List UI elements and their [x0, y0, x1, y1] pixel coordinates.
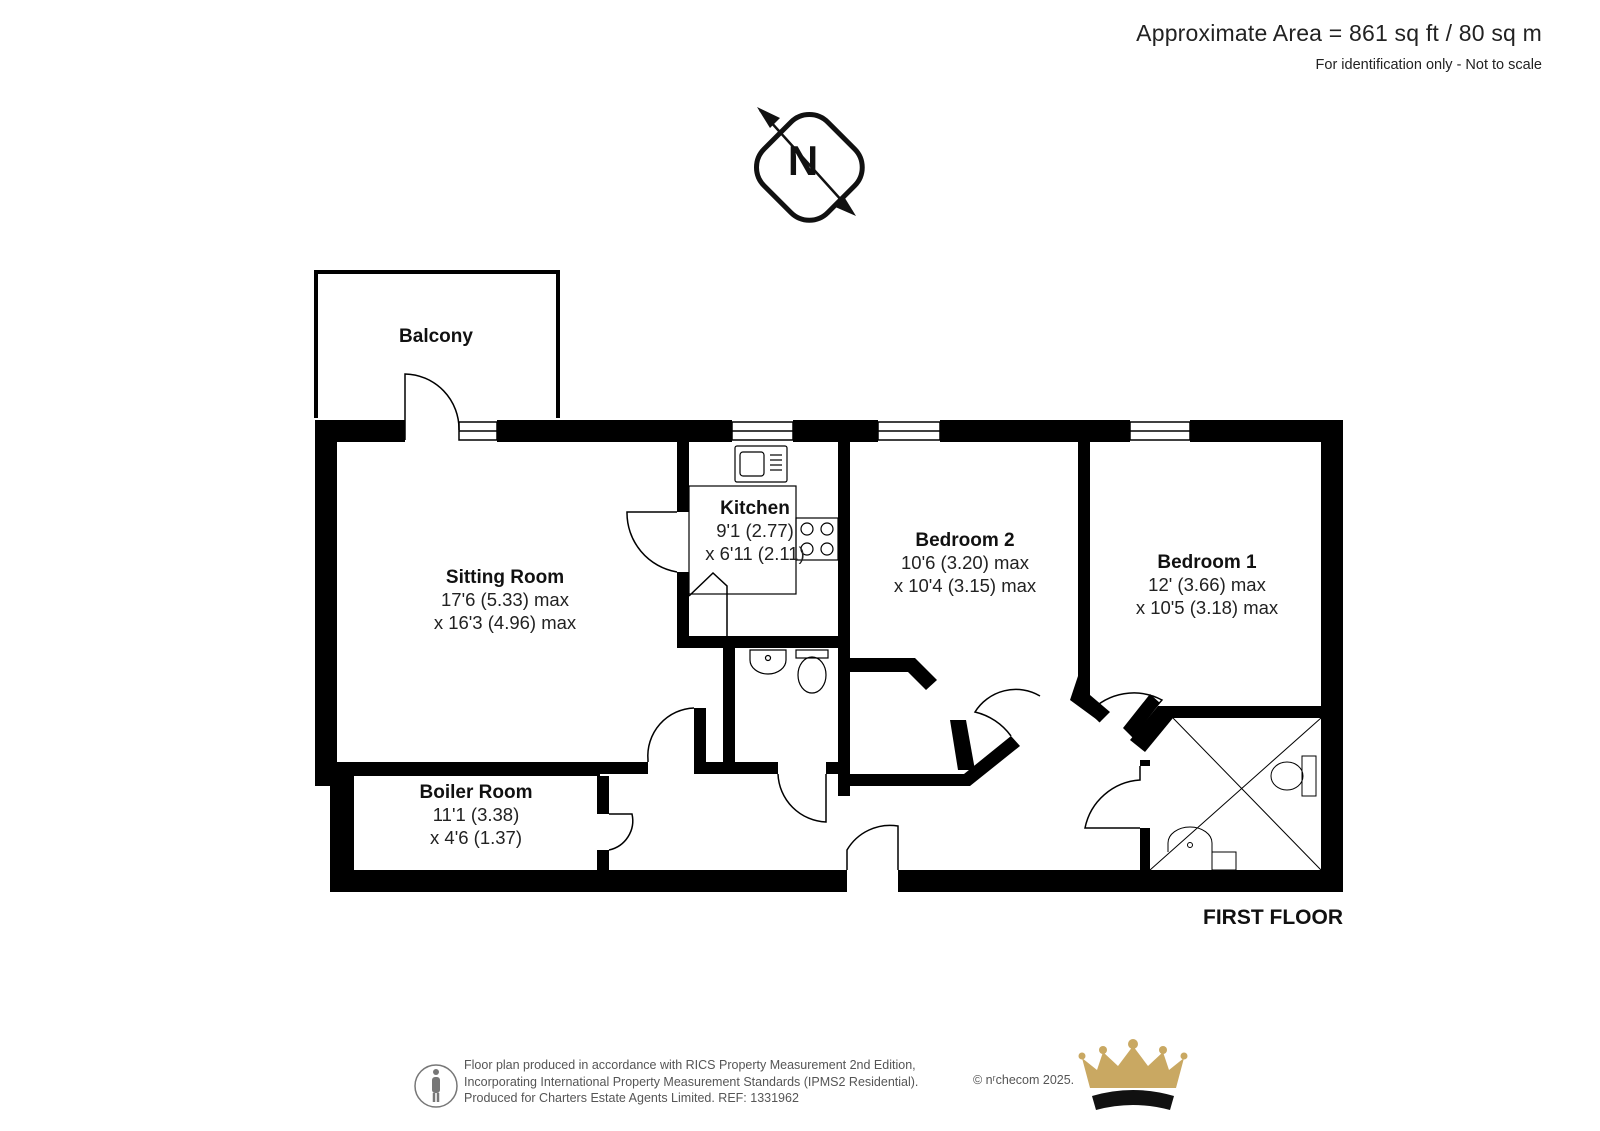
- ensuite-basin: [1167, 826, 1213, 852]
- crown-base: [1092, 1090, 1174, 1110]
- bedroom1-dim1: 12' (3.66) max: [1148, 574, 1266, 595]
- interior-walls: [330, 440, 1333, 875]
- shower-tray-diagonal-1: [1172, 717, 1322, 871]
- footer-line-2: Incorporating International Property Mea…: [464, 1074, 919, 1089]
- footer-disclaimer: Floor plan produced in accordance with R…: [464, 1057, 918, 1107]
- balcony-name: Balcony: [399, 326, 473, 347]
- bedroom2-dim2: x 10'4 (3.15) max: [894, 575, 1037, 596]
- sitting-room-name: Sitting Room: [446, 567, 564, 588]
- bedroom2-dim1: 10'6 (3.20) max: [901, 552, 1030, 573]
- room-labels: Balcony Sitting Room 17'6 (5.33) max x 1…: [399, 326, 1343, 929]
- kitchen-dim1: 9'1 (2.77): [716, 520, 794, 541]
- ensuite-toilet: [1270, 761, 1304, 791]
- north-compass: N: [753, 107, 865, 223]
- footer-line-1: Floor plan produced in accordance with R…: [464, 1058, 916, 1072]
- bedroom2-name: Bedroom 2: [915, 530, 1014, 551]
- kitchen-hob: [795, 517, 839, 561]
- bedroom1-dim2: x 10'5 (3.18) max: [1136, 597, 1279, 618]
- compass-letter: N: [788, 137, 818, 184]
- copyright-notice: © nʳchecom 2025.: [973, 1073, 1075, 1087]
- windows: [458, 421, 1191, 441]
- doors: [404, 373, 1164, 870]
- compass-arrow-south: [833, 195, 856, 216]
- kitchen-sink: [734, 445, 788, 483]
- sitting-room-dim2: x 16'3 (4.96) max: [434, 612, 577, 633]
- boiler-room-dim2: x 4'6 (1.37): [430, 827, 522, 848]
- shower-tray-diagonal-2: [1149, 717, 1322, 871]
- compass-needle: [759, 109, 853, 213]
- charters-crown-logo: [1078, 1039, 1188, 1110]
- bedroom1-name: Bedroom 1: [1157, 552, 1257, 573]
- person-icon: [414, 1064, 458, 1108]
- ensuite-fixtures: [1149, 717, 1322, 871]
- bathroom-fixtures: [749, 649, 829, 694]
- approximate-area: Approximate Area = 861 sq ft / 80 sq m: [1136, 20, 1542, 46]
- kitchen-dim2: x 6'11 (2.11): [705, 543, 805, 564]
- kitchen-name: Kitchen: [720, 498, 790, 519]
- floor-label: FIRST FLOOR: [1203, 906, 1343, 929]
- exterior-walls: [315, 420, 1343, 892]
- bathroom-basin: [749, 649, 787, 675]
- scale-disclaimer: For identification only - Not to scale: [1315, 57, 1542, 73]
- boiler-room-dim1: 11'1 (3.38): [433, 804, 520, 825]
- sitting-room-dim1: 17'6 (5.33) max: [441, 589, 570, 610]
- bathroom-toilet: [797, 656, 827, 694]
- footer-line-3: Produced for Charters Estate Agents Limi…: [464, 1091, 799, 1105]
- kitchen-fixtures: [688, 445, 839, 595]
- crown-shape: [1082, 1046, 1184, 1088]
- compass-arrow-north: [757, 107, 780, 128]
- boiler-room-name: Boiler Room: [420, 782, 533, 803]
- balcony-outline: [314, 270, 560, 418]
